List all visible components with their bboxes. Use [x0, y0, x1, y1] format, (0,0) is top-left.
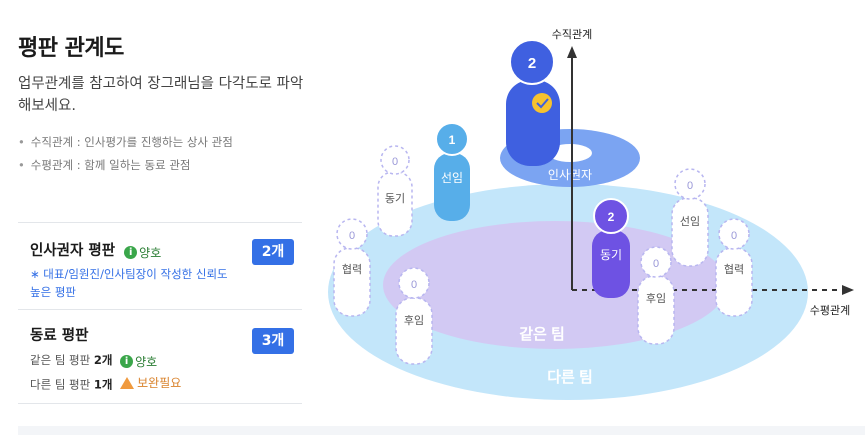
boss-figure[interactable]: 2	[506, 39, 560, 166]
senior-dashed-figure[interactable]: 0 선임	[671, 168, 709, 267]
peer-figure[interactable]: 2 동기	[592, 198, 630, 298]
boss-head	[509, 39, 555, 85]
same-team-count: 2개	[93, 353, 113, 367]
hr-reputation-note: ∗ 대표/임원진/인사팀장이 작성한 신뢰도 높은 평판	[30, 267, 228, 299]
other-team-label: 다른 팀 평판	[30, 377, 91, 392]
status-text: 보완필요	[137, 376, 182, 390]
footer-divider	[18, 426, 865, 435]
boss-count: 2	[528, 55, 536, 72]
collab-left-count: 0	[349, 230, 355, 242]
senior-head	[435, 122, 469, 156]
senior-count: 1	[449, 133, 456, 147]
info-icon: i	[120, 355, 134, 368]
junior-right-body	[637, 275, 675, 345]
bullet-vertical: 수직관계 : 인사평가를 진행하는 상사 관점	[18, 131, 233, 154]
collab-left-label: 협력	[342, 263, 362, 276]
peer-reputation-count[interactable]: 3개	[252, 328, 294, 354]
junior-left-count: 0	[411, 279, 417, 291]
senior-dashed-body	[671, 197, 709, 267]
peer-count: 2	[608, 210, 615, 224]
collab-right-figure[interactable]: 0 협력	[715, 218, 753, 317]
junior-left-head	[398, 267, 430, 299]
verified-badge-icon	[532, 93, 552, 113]
hr-reputation-count[interactable]: 2개	[252, 239, 294, 265]
boss-body	[506, 80, 560, 166]
inner-zone-label: 같은 팀	[519, 325, 565, 343]
peer-dashed-label: 동기	[385, 192, 405, 205]
senior-dashed-count: 0	[687, 180, 693, 192]
peer-label: 동기	[600, 248, 622, 262]
peer-dashed-count: 0	[392, 156, 398, 168]
collab-left-head	[336, 218, 368, 250]
senior-body	[434, 153, 470, 221]
peer-dashed-head	[380, 145, 410, 175]
warning-icon	[120, 376, 135, 389]
junior-right-head	[640, 246, 672, 278]
other-team-count: 1개	[93, 377, 113, 392]
status-text: 양호	[135, 355, 158, 369]
junior-right-count: 0	[653, 258, 659, 270]
senior-dashed-label: 선임	[680, 215, 700, 228]
reputation-diagram: 인사권자 수직관계 수평관계 같은 팀 다른 팀 2 1 선임 2 동기 0 동…	[328, 28, 854, 400]
outer-zone-label: 다른 팀	[547, 368, 593, 386]
peer-dashed-figure[interactable]: 0 동기	[377, 145, 413, 237]
page-title: 평판 관계도	[18, 36, 124, 61]
info-panel: 평판 관계도 업무관계를 참고하여 장그래님을 다각도로 파악해보세요. 수직관…	[18, 0, 308, 435]
other-team-line: 다른 팀 평판 1개 보완필요	[30, 374, 181, 393]
collab-right-body	[715, 247, 753, 317]
collab-left-figure[interactable]: 0 협력	[333, 218, 371, 317]
status-text: 양호	[139, 246, 162, 260]
junior-left-label: 후임	[404, 314, 424, 327]
verified-check	[536, 98, 549, 109]
junior-right-figure[interactable]: 0 후임	[637, 246, 675, 345]
senior-dashed-head	[674, 168, 706, 200]
vertical-axis-label: 수직관계	[552, 28, 592, 41]
page-description: 업무관계를 참고하여 장그래님을 다각도로 파악해보세요.	[18, 76, 304, 114]
bullet-horizontal: 수평관계 : 함께 일하는 동료 관점	[18, 154, 233, 177]
collab-right-head	[718, 218, 750, 250]
relation-bullets: 수직관계 : 인사평가를 진행하는 상사 관점 수평관계 : 함께 일하는 동료…	[18, 131, 233, 177]
hr-reputation-title-text: 인사권자 평판	[30, 243, 116, 259]
collab-right-label: 협력	[724, 263, 744, 276]
horizontal-axis-arrow	[842, 285, 854, 295]
junior-left-body	[395, 297, 433, 365]
collab-left-body	[333, 247, 371, 317]
junior-right-label: 후임	[646, 292, 666, 305]
warning-status-badge: 보완필요	[120, 374, 181, 391]
peer-reputation-title: 동료 평판	[30, 328, 89, 344]
collab-right-count: 0	[731, 230, 737, 242]
senior-figure[interactable]: 1 선임	[434, 122, 470, 221]
info-icon: i	[124, 246, 138, 259]
vertical-axis-arrow	[567, 46, 577, 58]
horizontal-axis-label: 수평관계	[810, 304, 850, 317]
same-team-label: 같은 팀 평판	[30, 353, 91, 367]
ring-label: 인사권자	[548, 168, 592, 182]
junior-left-figure[interactable]: 0 후임	[395, 267, 433, 365]
peer-head	[593, 198, 629, 234]
peer-body	[592, 230, 630, 298]
senior-label: 선임	[441, 171, 463, 185]
